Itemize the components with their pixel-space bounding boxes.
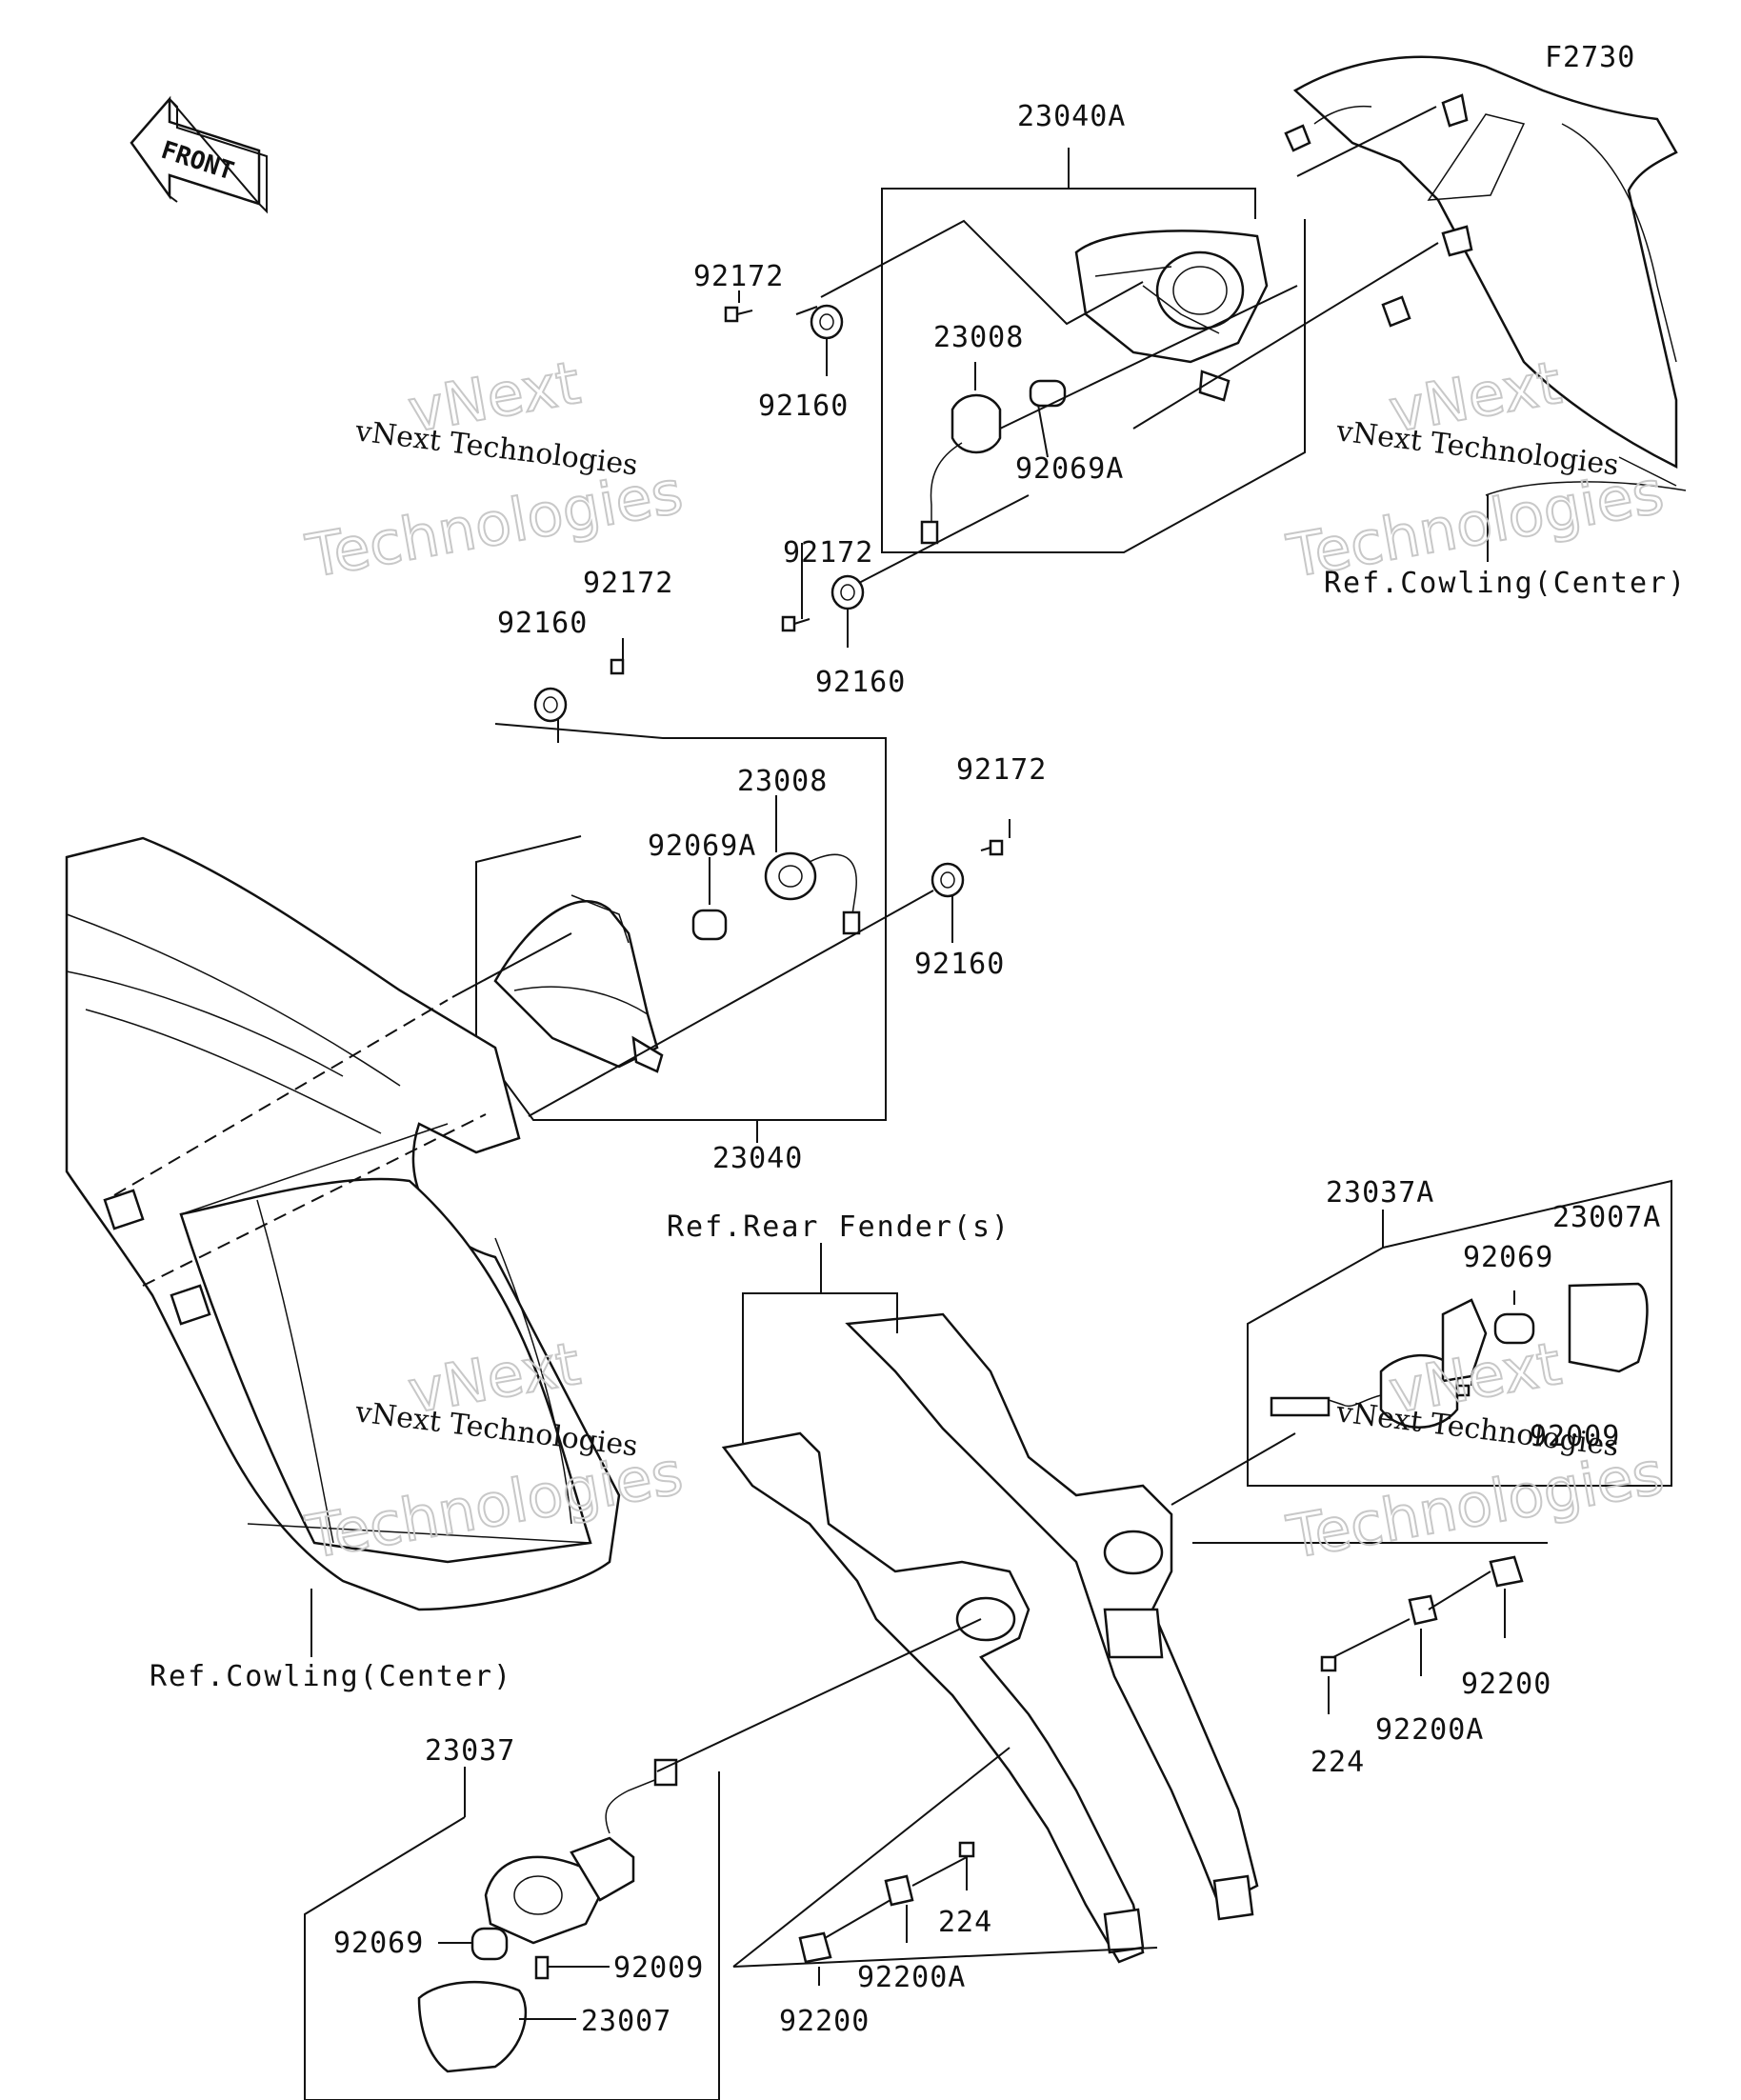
label-92200-right: 92200 — [1461, 1668, 1551, 1701]
screw-92009-left — [534, 1955, 550, 1980]
figure-id: F2730 — [1545, 41, 1635, 74]
label-92160-d: 92160 — [914, 948, 1005, 981]
label-92069-left: 92069 — [333, 1927, 424, 1960]
bulb-92069A-mid — [691, 909, 728, 941]
screw-92172-a — [724, 306, 753, 323]
label-92069A-top: 92069A — [1015, 452, 1124, 486]
label-92069-right: 92069 — [1463, 1241, 1553, 1274]
label-224-left: 224 — [938, 1906, 992, 1939]
socket-23008-mid — [764, 851, 861, 935]
plate-92200-left — [798, 1931, 832, 1964]
rear-fender-bracket — [721, 1312, 1259, 1964]
grommet-92160-a — [795, 304, 844, 340]
bulb-92069A-top — [1029, 379, 1067, 408]
screw-224-right — [1320, 1655, 1337, 1672]
label-92200A-right: 92200A — [1375, 1713, 1484, 1747]
ref-cowling-center-top: Ref.Cowling(Center) — [1324, 567, 1687, 600]
label-23037A: 23037A — [1326, 1176, 1434, 1210]
label-92172-b: 92172 — [783, 536, 873, 570]
label-92172-a: 92172 — [693, 260, 784, 293]
turn-signal-23040A — [1074, 230, 1269, 402]
watermark-word: Technologies — [1282, 1438, 1669, 1572]
bracket-23040 — [475, 723, 887, 1143]
label-92160-c: 92160 — [497, 607, 588, 640]
watermark-top-left: vNext vNext Technologies Technologies — [300, 347, 689, 592]
ref-cowling-center-left: Ref.Cowling(Center) — [150, 1660, 512, 1693]
label-23040: 23040 — [712, 1142, 803, 1175]
grommet-92160-b — [830, 574, 865, 610]
bracket-23037A — [1247, 1179, 1672, 1487]
label-92160-b: 92160 — [815, 666, 906, 699]
label-92172-d: 92172 — [956, 753, 1047, 787]
turn-signal-23040 — [493, 894, 664, 1073]
plate-92200-right — [1489, 1555, 1524, 1588]
cowling-center-left — [65, 836, 621, 1611]
lens-23007 — [417, 1980, 528, 2073]
label-23037: 23037 — [425, 1734, 515, 1768]
lens-23007A — [1568, 1282, 1649, 1373]
front-direction-arrow: FRONT — [130, 95, 268, 214]
label-92069A-mid: 92069A — [648, 830, 756, 863]
grommet-92160-c — [533, 687, 568, 723]
turn-signal-23037A — [1270, 1298, 1535, 1429]
grommet-92160-d — [931, 862, 965, 898]
label-23008-top: 23008 — [933, 321, 1024, 354]
turn-signal-23037 — [484, 1758, 678, 1945]
label-92200-left: 92200 — [779, 2005, 870, 2038]
screw-92172-b — [781, 615, 810, 632]
bulb-92069-left — [470, 1927, 509, 1961]
cowling-center-top — [1284, 55, 1678, 487]
label-92009-left: 92009 — [613, 1951, 704, 1985]
socket-23008-top — [920, 393, 1002, 545]
clip-92200A-right — [1408, 1594, 1438, 1626]
label-224-right: 224 — [1311, 1746, 1365, 1779]
ref-rear-fender: Ref.Rear Fender(s) — [667, 1210, 1011, 1244]
screw-92009-right — [1455, 1384, 1471, 1397]
label-92160-a: 92160 — [758, 390, 849, 423]
screw-92172-d — [980, 839, 1004, 856]
label-92200A-left: 92200A — [857, 1961, 966, 1994]
label-23040A: 23040A — [1017, 100, 1126, 133]
label-23007A: 23007A — [1552, 1201, 1661, 1234]
bracket-23040A — [881, 148, 1306, 553]
clip-92200A-left — [884, 1874, 914, 1907]
label-23008-mid: 23008 — [737, 765, 828, 798]
label-92009-right: 92009 — [1530, 1420, 1620, 1453]
label-92172-c: 92172 — [583, 567, 673, 600]
screw-92172-c — [610, 658, 625, 675]
bracket-23037 — [304, 1767, 720, 2100]
label-23007: 23007 — [581, 2005, 671, 2038]
screw-224-left — [958, 1841, 975, 1858]
